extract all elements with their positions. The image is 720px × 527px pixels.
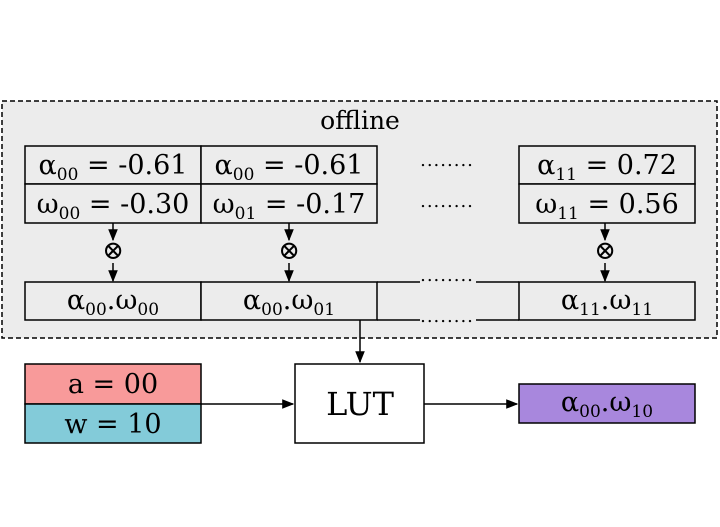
offline-title: offline (320, 106, 400, 135)
omega-cell-2 (200, 183, 378, 224)
column-1: α00 = -0.61 ω00 = -0.30 ⊗ α00.ω00 (24, 145, 202, 321)
lut-box (294, 363, 425, 444)
multiply-icon: ⊗ (594, 236, 616, 266)
multiply-icon: ⊗ (102, 236, 124, 266)
alpha-cell-1 (24, 145, 202, 185)
alpha-cell-1-text: α00 = -0.61 (39, 150, 188, 185)
ellipsis-product-bottom: ........ (420, 306, 474, 327)
input-w-box (24, 403, 202, 444)
ellipsis-omega: ........ (420, 191, 474, 212)
omega-cell-1 (24, 183, 202, 224)
alpha-cell-3 (518, 145, 696, 185)
omega-cell-3 (518, 183, 696, 224)
output-label: α00.ω10 (561, 387, 653, 422)
column-3: α11 = 0.72 ω11 = 0.56 ⊗ α11.ω11 (518, 145, 696, 321)
product-cell-3 (518, 281, 696, 321)
ellipsis-alpha: ........ (420, 150, 474, 171)
ellipsis-product-top: ........ (420, 265, 474, 286)
product-cell-2-text: α00.ω01 (243, 285, 335, 320)
input-a-box (24, 363, 202, 405)
input-a-label: a = 00 (68, 369, 158, 400)
alpha-cell-2-text: α00 = -0.61 (215, 150, 364, 185)
alpha-cell-3-text: α11 = 0.72 (537, 150, 677, 185)
lut-label: LUT (326, 385, 394, 423)
omega-cell-2-text: ω01 = -0.17 (213, 189, 366, 224)
product-cell-2 (200, 281, 378, 321)
output-box (518, 383, 696, 424)
multiply-icon: ⊗ (278, 236, 300, 266)
product-cell-1 (24, 281, 202, 321)
column-2: α00 = -0.61 ω01 = -0.17 ⊗ α00.ω01 (200, 145, 378, 321)
omega-cell-1-text: ω00 = -0.30 (37, 189, 190, 224)
alpha-cell-2 (200, 145, 378, 185)
omega-cell-3-text: ω11 = 0.56 (535, 189, 679, 224)
product-cell-3-text: α11.ω11 (561, 285, 653, 320)
product-cell-1-text: α00.ω00 (67, 285, 159, 320)
input-w-label: w = 10 (64, 409, 161, 440)
